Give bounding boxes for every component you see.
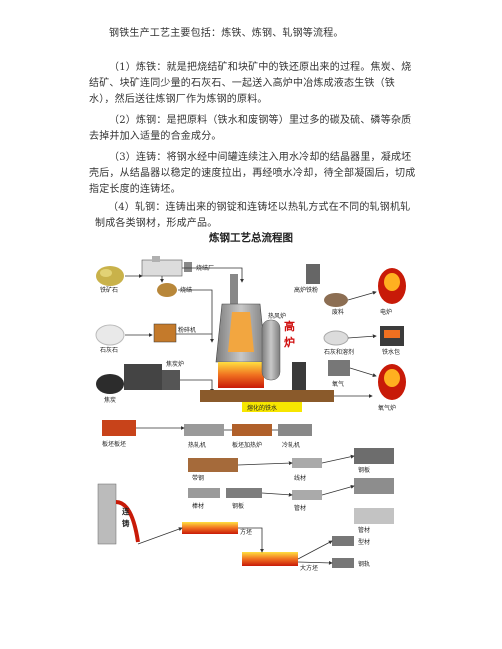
ladle-label: 铁水包: [382, 348, 400, 356]
oxygen-label: 氧气: [332, 380, 344, 388]
continuous-cast-label-2: 铸: [122, 518, 130, 528]
large-billet-label: 大方坯: [300, 564, 318, 572]
coal-crusher: 粉碎机: [153, 323, 196, 343]
rail-label: 钢轨: [358, 560, 370, 568]
lime-pile: 石灰和溶剂: [323, 330, 354, 356]
limestone-label: 石灰石: [100, 346, 118, 354]
coke-oven: 焦炭炉: [124, 360, 184, 390]
ore-bin: 高炉铁粉: [294, 264, 320, 294]
scrap-label: 废料: [332, 308, 344, 316]
oxygen-tank: 氧气: [328, 360, 350, 388]
crusher-label: 粉碎机: [178, 326, 196, 334]
scrap-pile: 废料: [324, 293, 348, 316]
iron-ore-top-label: 高炉铁粉: [294, 286, 318, 294]
rolling-paragraph: （4）轧钢：连铸出来的钢锭和连铸坯以热轧方式在不同的轧钢机轧制成各类钢材，形成产…: [95, 202, 411, 229]
continuous-caster: 连 铸 方坯 大方坯 型材 钢轨: [97, 483, 370, 572]
limestone-pile: 石灰石: [95, 324, 125, 354]
ladle: 铁水包: [380, 326, 404, 356]
slab-reheat-label: 板坯加热炉: [232, 441, 262, 449]
wire-label: 线材: [294, 474, 306, 482]
ironmaking-paragraph: （1）炼铁：就是把烧结矿和块矿中的铁还原出来的过程。焦炭、烧结矿、块矿连同少量的…: [89, 62, 412, 105]
steelmaking-flow-diagram: 铁矿石 石灰石 焦炭 烧结厂 烧结 粉碎机 焦炭炉: [92, 252, 414, 585]
hot-rolling-label: 热轧机: [188, 441, 206, 449]
rolled-steel-label: 管材: [358, 526, 370, 534]
strip-label: 带钢: [192, 474, 204, 482]
coal-pile: 焦炭: [96, 374, 124, 404]
lime-label: 石灰和溶剂: [324, 348, 354, 356]
molten-iron-label: 熔化的铁水: [247, 404, 277, 412]
hot-stove-label: 热风炉: [268, 312, 286, 320]
iron-ore-label: 铁矿石: [100, 286, 118, 294]
converter-label: 电炉: [380, 308, 392, 316]
electric-furnace: 电炉: [378, 268, 406, 316]
flat-products-label: 钢板: [358, 466, 370, 474]
intro-paragraph: 钢铁生产工艺主要包括：炼铁、炼钢、轧钢等流程。: [109, 28, 344, 39]
tube-label: 管材: [294, 504, 306, 512]
figure-title: 炼钢工艺总流程图: [209, 232, 293, 244]
coke-label: 焦炭: [104, 396, 116, 404]
continuous-cast-label-1: 连: [122, 506, 130, 516]
slab-label: 板坯板坯: [102, 440, 126, 448]
iron-ore-pile: 铁矿石: [96, 266, 124, 294]
blast-furnace: 高 炉 热风炉: [215, 274, 306, 390]
rolling-section: 板坯板坯 热轧机 板坯加热炉 冷轧机 带钢 棒材 钢板 线材 管材 钢板 管材: [102, 420, 394, 534]
oxygen-furnace-label: 氧气炉: [378, 404, 396, 412]
blast-furnace-char-1: 高: [284, 319, 295, 333]
steelmaking-paragraph: （2）炼钢：是把原料（铁水和废钢等）里过多的碳及硫、磷等杂质去掉并加入适量的合金…: [89, 115, 412, 142]
oxygen-furnace: 氧气炉: [378, 364, 406, 412]
sheet-label: 钢板: [232, 502, 244, 510]
sinter-plant: 烧结厂: [141, 256, 214, 277]
coke-oven-label: 焦炭炉: [166, 360, 184, 368]
blast-furnace-char-2: 炉: [284, 335, 295, 349]
square-billet-label: 方坯: [240, 528, 252, 536]
molten-iron-car: 熔化的铁水: [200, 390, 334, 412]
bar-label: 棒材: [192, 502, 204, 510]
continuous-casting-paragraph: （3）连铸：将钢水经中间罐连续注入用水冷却的结晶器里，凝成坯壳后，从结晶器以稳定…: [89, 152, 416, 195]
bloom-label: 型材: [358, 538, 370, 546]
cold-rolling-label: 冷轧机: [282, 441, 300, 449]
